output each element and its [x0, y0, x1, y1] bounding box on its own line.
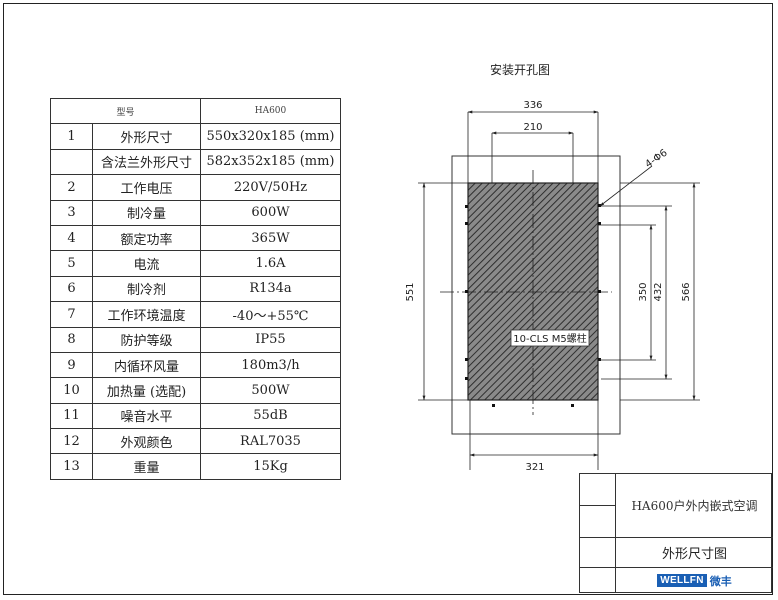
- spec-row-value: 1.6A: [200, 250, 341, 277]
- hole-callout-label: 4-Φ6: [643, 148, 669, 171]
- title-block: HA600户外内嵌式空调 外形尺寸图 WELLFN 微丰: [579, 473, 773, 594]
- spec-row-value: IP55: [200, 326, 341, 353]
- spec-row-value: 15Kg: [200, 453, 341, 480]
- dim-right-350: 350: [598, 224, 656, 361]
- dim-right-566: 566: [620, 182, 700, 401]
- dim-left: 551: [405, 182, 468, 401]
- dim-top-outer-label: 336: [523, 100, 542, 111]
- spec-row-label: 加热量 (选配): [92, 377, 201, 404]
- spec-row-label: 额定功率: [92, 224, 201, 252]
- company-logo: WELLFN 微丰: [616, 567, 773, 594]
- screw-note: 10-CLS M5螺柱: [510, 329, 590, 347]
- spec-row-number: 13: [50, 453, 93, 480]
- dim-right-432: 432: [601, 205, 672, 380]
- spec-row-number: 5: [50, 250, 93, 277]
- dim-top-inner: 210: [491, 122, 574, 183]
- dim-bottom: 321: [469, 400, 599, 473]
- spec-row-label: 制冷量: [92, 199, 201, 226]
- spec-row-label: 内循环风量: [92, 351, 201, 379]
- spec-row-number: 7: [50, 301, 93, 328]
- spec-row-number: 2: [50, 174, 93, 201]
- dim-top-outer: 336: [467, 100, 599, 183]
- spec-table-header: 型号 HA600: [50, 97, 341, 125]
- spec-row-label: 噪音水平: [92, 402, 201, 430]
- drawing-title: 安装开孔图: [490, 62, 550, 77]
- mounting-holes: [465, 204, 601, 407]
- dim-right-432-label: 432: [653, 282, 664, 301]
- screw-note-label: 10-CLS M5螺柱: [513, 332, 586, 345]
- spec-row-number: 8: [50, 326, 93, 353]
- spec-row-value: 582x352x185 (mm): [200, 148, 341, 176]
- dim-bottom-label: 321: [525, 462, 544, 473]
- spec-row-value: R134a: [200, 275, 341, 303]
- spec-row-number: [50, 148, 93, 176]
- spec-row-label: 工作电压: [92, 174, 201, 201]
- spec-row-value: 220V/50Hz: [200, 174, 341, 201]
- drawing-product-title: HA600户外内嵌式空调: [631, 499, 758, 513]
- spec-header-model: HA600: [200, 97, 341, 125]
- spec-row-value: 365W: [200, 224, 341, 252]
- spec-row-label: 重量: [92, 453, 201, 480]
- drawing-subtitle: 外形尺寸图: [661, 546, 727, 562]
- dim-left-label: 551: [405, 282, 416, 301]
- dim-top-inner-label: 210: [523, 122, 542, 133]
- spec-row-value: 550x320x185 (mm): [200, 123, 341, 150]
- flange-outline: [451, 155, 621, 435]
- logo-text: WELLFN: [657, 574, 707, 587]
- spec-row-label: 防护等级: [92, 326, 201, 353]
- logo-chinese: 微丰: [709, 574, 732, 588]
- spec-row-value: 180m3/h: [200, 351, 341, 379]
- drawing-frame: [3, 3, 773, 595]
- spec-row-value: 600W: [200, 199, 341, 226]
- title-block-margin: [580, 474, 616, 592]
- spec-row-value: 55dB: [200, 402, 341, 430]
- dim-right-566-label: 566: [681, 282, 692, 301]
- dim-right-350-label: 350: [638, 282, 649, 301]
